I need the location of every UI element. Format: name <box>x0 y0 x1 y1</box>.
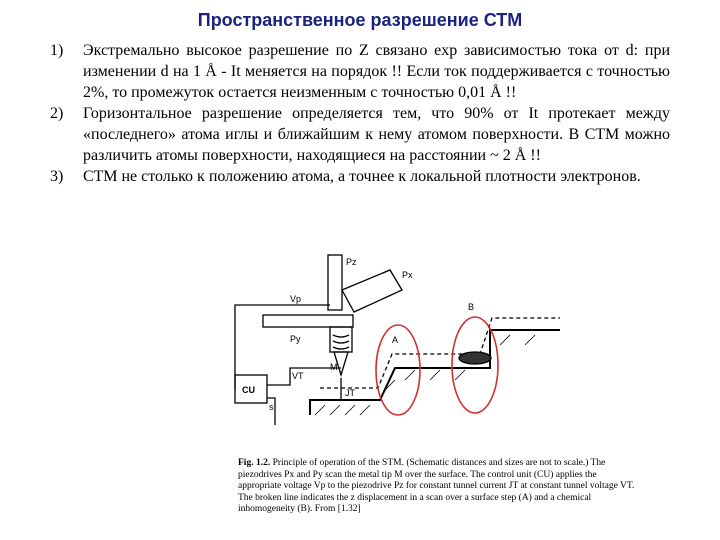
list-item-number: 3) <box>50 168 64 185</box>
slide-title: Пространственное разрешение СТМ <box>197 10 523 30</box>
chemical-inhomogeneity <box>458 351 492 365</box>
list-item-1: 1) Экстремально высокое разрешение по Z … <box>50 40 670 103</box>
label-pz: Pz <box>346 257 357 267</box>
caption-text: Principle of operation of the STM. (Sche… <box>238 458 635 514</box>
label-jt: JT <box>345 388 356 398</box>
tip-holder <box>329 326 353 353</box>
label-b: B <box>468 302 474 312</box>
label-vp: Vp <box>290 294 301 304</box>
list-item-text: СТМ не столько к положению атома, а точн… <box>83 168 641 185</box>
label-py: Py <box>290 334 301 344</box>
list-item-3: 3) СТМ не столько к положению атома, а т… <box>50 166 670 187</box>
piezo-py <box>262 314 354 328</box>
piezo-px <box>341 269 403 313</box>
list-item-number: 2) <box>50 105 64 122</box>
metal-tip <box>333 351 349 378</box>
label-m: M <box>330 362 338 372</box>
label-s: s <box>269 402 274 412</box>
list-item-text: Горизонтальное разрешение определяется т… <box>83 105 670 164</box>
piezo-pz <box>327 254 343 311</box>
label-vt: VT <box>292 371 304 381</box>
label-px: Px <box>402 270 413 280</box>
sample-hatching <box>314 334 536 416</box>
label-cu: CU <box>242 385 255 395</box>
figure-caption: Fig. 1.2. Principle of operation of the … <box>238 458 638 516</box>
resolution-points-list: 1) Экстремально высокое разрешение по Z … <box>50 40 670 187</box>
highlight-circle-step <box>375 324 421 416</box>
list-item-text: Экстремально высокое разрешение по Z свя… <box>83 42 670 101</box>
list-item-2: 2) Горизонтальное разрешение определяетс… <box>50 103 670 166</box>
highlight-circle-inhomogeneity <box>451 316 499 414</box>
stm-schematic-figure: Pz Px Py Vp VT JT M CU s A B <box>234 254 560 425</box>
scan-path-dashed <box>320 317 560 389</box>
label-a: A <box>392 335 398 345</box>
wire-vp <box>234 304 330 390</box>
control-unit-box <box>234 374 268 404</box>
caption-label: Fig. 1.2. <box>238 458 271 468</box>
wire-vt <box>267 367 341 386</box>
list-item-number: 1) <box>50 42 64 59</box>
tip-coil <box>332 334 350 350</box>
sample-surface <box>309 329 560 415</box>
wire-s <box>267 397 276 425</box>
